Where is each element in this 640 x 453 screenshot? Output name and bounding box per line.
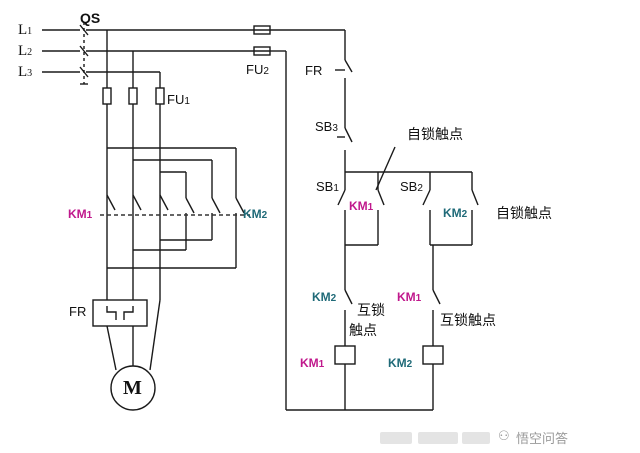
sb3-label: SB3 [315,119,338,134]
watermark-blur-2 [418,432,458,444]
fu2-label: FU2 [246,62,269,77]
km2-coil-label: KM2 [388,356,413,370]
fu1-label: FU1 [167,92,190,107]
watermark-logo-icon: ⚇ [498,428,510,443]
interlock-annotation-2: 互锁触点 [440,312,496,328]
fr-relay-label: FR [69,304,87,319]
km1-coil [334,345,356,365]
km2-interlock-label: KM2 [312,290,337,304]
interlock-annotation-1a: 互锁 [357,302,385,318]
km2-main-contacts [185,197,245,268]
self-lock-annotation-2: 自锁触点 [496,205,552,221]
l1-label: L1 [18,22,33,38]
watermark-blur-3 [462,432,490,444]
qs-switch [79,22,89,85]
qs-label: QS [80,10,101,26]
sb1-label: SB1 [316,179,339,194]
fu1-fuses [102,87,165,105]
km1-main-label: KM1 [68,207,93,221]
fr-thermal-relay [92,299,148,327]
km1-self-lock-label: KM1 [349,199,374,213]
km2-coil [422,345,444,365]
km1-coil-label: KM1 [300,356,325,370]
watermark-text: 悟空问答 [516,431,569,446]
sb2-label: SB2 [400,179,423,194]
mains-lines [42,29,270,73]
l2-label: L2 [18,43,33,59]
km2-self-lock-label: KM2 [443,206,468,220]
interlock-annotation-1b: 触点 [349,322,377,338]
watermark-blur-1 [380,432,412,444]
km1-interlock-label: KM1 [397,290,422,304]
motor-symbol [110,365,156,411]
km2-main-label: KM2 [243,207,268,221]
l3-label: L3 [18,64,33,80]
self-lock-annotation-1: 自锁触点 [407,126,463,142]
km1-main-contacts [106,194,169,211]
motor-label: M [123,377,142,399]
fr-contact-label: FR [305,63,323,78]
